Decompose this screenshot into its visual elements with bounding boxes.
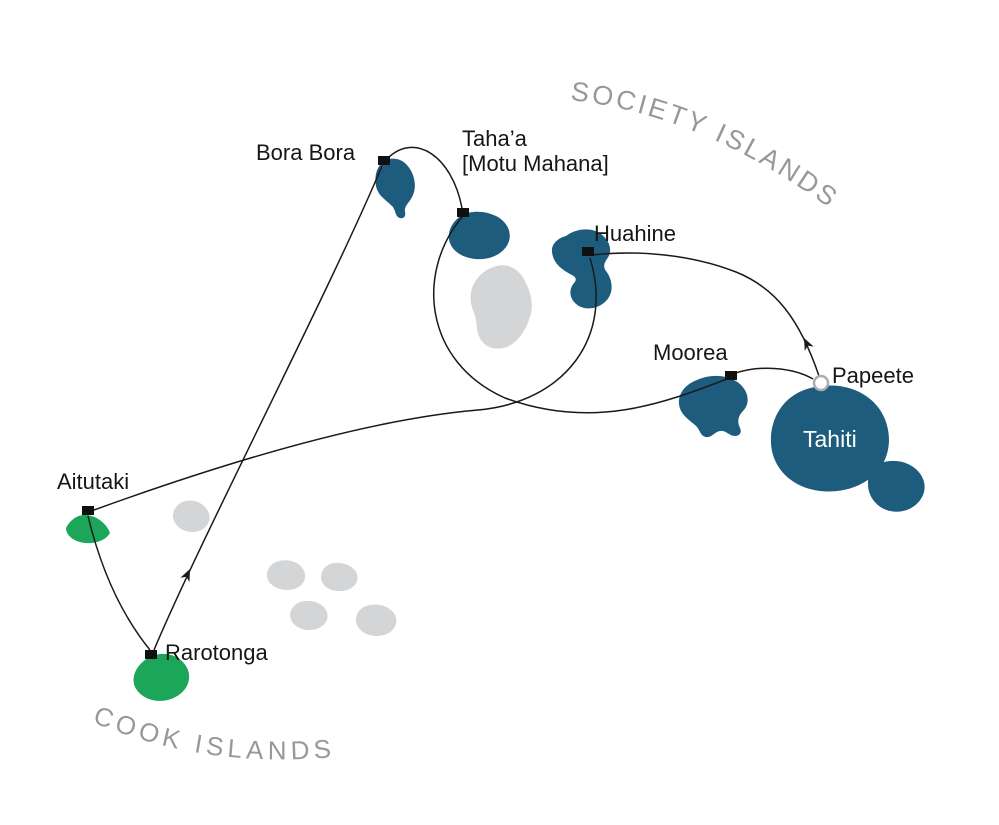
route-papeete-huahine — [591, 252, 820, 377]
port-marker-rarotonga — [145, 650, 157, 659]
route-rarotonga-borabora — [153, 165, 383, 651]
port-label-tahaa-subname: [Motu Mahana] — [462, 151, 609, 176]
tahiti-island — [770, 385, 889, 492]
port-marker-bora-bora — [378, 156, 390, 165]
port-label-moorea: Moorea — [653, 340, 728, 365]
bora-bora-island — [375, 158, 415, 219]
unlabeled-island — [172, 500, 210, 532]
port-label-papeete: Papeete — [832, 363, 914, 388]
region-label-society-islands-text: SOCIETY ISLANDS — [569, 76, 842, 214]
tahaa-island — [448, 211, 510, 260]
port-label-bora-bora: Bora Bora — [256, 140, 356, 165]
port-marker-aitutaki — [82, 506, 94, 515]
region-label-cook-islands-text: COOK ISLANDS — [90, 700, 332, 766]
unlabeled-island — [356, 604, 397, 636]
port-marker-papeete — [812, 374, 830, 392]
huahine-island — [551, 229, 612, 309]
unlabeled-island — [266, 560, 306, 590]
aitutaki-island — [66, 514, 110, 544]
region-label-cook-islands: COOK ISLANDS — [90, 700, 337, 766]
tahiti-iti-peninsula — [868, 460, 925, 512]
rarotonga-island — [133, 653, 190, 701]
unlabeled-island — [320, 562, 358, 592]
route-moorea-papeete — [732, 367, 814, 380]
region-label-society-islands: SOCIETY ISLANDS — [569, 76, 845, 214]
port-marker-huahine — [582, 247, 594, 256]
route-huahine-aitutaki — [93, 257, 597, 511]
island-label-tahiti: Tahiti — [803, 426, 857, 452]
moorea-island — [678, 375, 748, 438]
port-label-rarotonga: Rarotonga — [165, 640, 268, 665]
port-marker-tahaa — [457, 208, 469, 217]
route-borabora-tahaa — [387, 146, 463, 209]
port-marker-moorea — [725, 371, 737, 380]
unlabeled-island-raiatea — [470, 265, 532, 349]
port-label-aitutaki: Aitutaki — [57, 469, 130, 494]
route-arrow-icon — [180, 569, 190, 582]
route-arrow-icon — [804, 338, 814, 351]
port-label-tahaa: Taha’a [Motu Mahana] — [462, 126, 609, 176]
route-aitutaki-rarotonga — [87, 515, 151, 651]
port-label-tahaa-name: Taha’a — [462, 126, 527, 151]
route-tahaa-moorea — [433, 215, 728, 414]
port-label-huahine: Huahine — [594, 221, 676, 246]
unlabeled-island — [290, 600, 328, 630]
